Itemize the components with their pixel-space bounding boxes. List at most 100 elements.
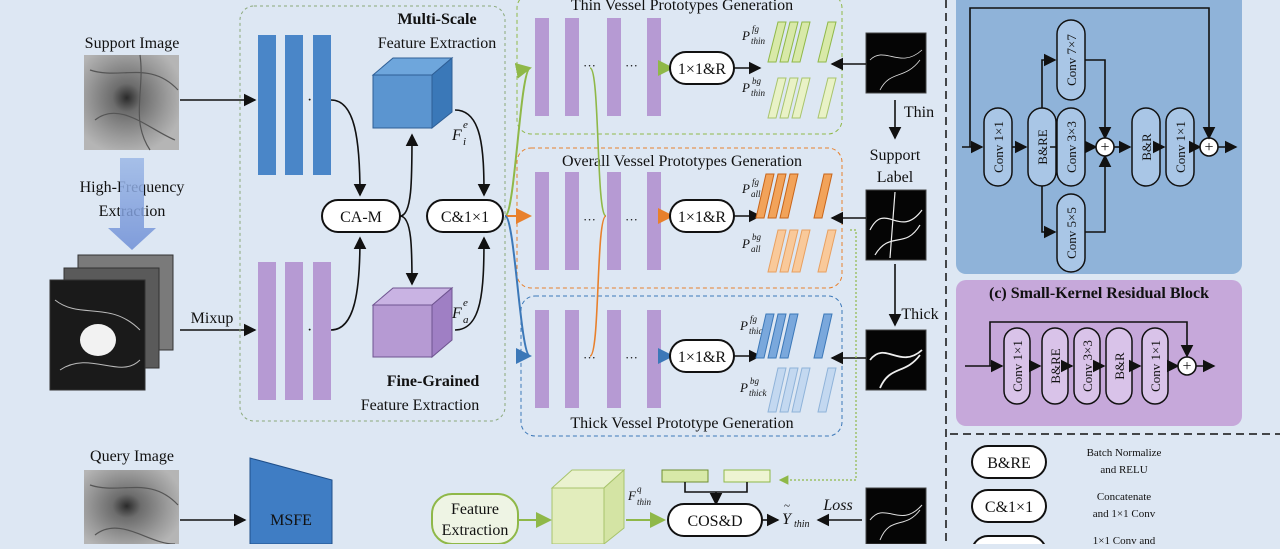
arrow-fg-to-cam: [330, 236, 367, 331]
c-br-label: B&R: [1112, 352, 1127, 380]
query-fe-line1: Feature: [451, 501, 499, 518]
thick-fg-prototypes: [755, 313, 833, 359]
ms-bar-3: [313, 35, 331, 175]
cross-link-thin-overall: [589, 67, 607, 217]
overall-bar-3: [607, 172, 621, 270]
b-br-label: B&R: [1139, 133, 1154, 161]
p-all-bg: P: [741, 236, 750, 251]
fq-symbol: F: [627, 488, 637, 503]
thin-branch-title: Thin Vessel Prototypes Generation: [571, 0, 793, 14]
legend-c1x1-pill: [971, 489, 1047, 523]
thin-bar-4: [647, 18, 661, 116]
hf-image-optic-disc: [80, 324, 116, 356]
fg-bar-1: [258, 262, 276, 400]
arrow-to-thin-branch: [504, 63, 532, 217]
legend-bre-pill: [971, 445, 1047, 479]
ms-title-line1: Multi-Scale: [397, 11, 476, 28]
b-conv7-label: Conv 7×7: [1064, 34, 1079, 86]
arrow-cam-to-fgcube: [399, 215, 419, 286]
thick-branch-title: Thick Vessel Prototype Generation: [570, 415, 793, 432]
arrow-fa-to-c1x1: [454, 236, 491, 331]
thin-label-image: [865, 32, 927, 94]
overall-dots-1: ···: [583, 212, 596, 227]
msfe-block: [249, 457, 333, 545]
msfe-label: MSFE: [270, 512, 312, 529]
p-thick-fg-sup: fg: [750, 314, 758, 324]
thick-branch-frame: [520, 295, 843, 437]
support-image-vessels: [89, 54, 179, 151]
panel-c: [965, 321, 1216, 405]
thin-label-vessels: [869, 49, 923, 91]
thick-dots-1: ···: [583, 350, 596, 365]
query-label-vessels: [869, 504, 923, 541]
fq-sub: thin: [637, 497, 652, 507]
thick-label-image: [865, 329, 927, 391]
legend-bre-label: B&RE: [987, 455, 1031, 472]
arrow-fi-to-c1x1: [454, 109, 491, 197]
p-thick-bg-sub: thick: [749, 388, 767, 398]
query-feature-cube: [550, 468, 626, 546]
thick-branch: ··· ···: [535, 310, 661, 408]
overall-bar-2: [565, 172, 579, 270]
b-bre-label: B&RE: [1035, 129, 1050, 164]
p-all-fg: P: [741, 181, 750, 196]
support-image: [84, 55, 179, 150]
ms-title-line2: Feature Extraction: [378, 35, 497, 52]
overall-bg-prototypes: [767, 229, 837, 273]
thin-r-label: 1×1&R: [678, 61, 726, 78]
fi-sup: e: [463, 119, 468, 131]
proto-bar-fg: [661, 469, 709, 483]
p-thick-fg: P: [739, 318, 748, 333]
thin-bg-prototypes: [767, 77, 837, 119]
fg-bar-3: [313, 262, 331, 400]
fg-title-line1: Fine-Grained: [387, 373, 480, 390]
y-tilde: ~: [784, 500, 790, 512]
thin-fg-prototypes: [767, 21, 837, 63]
b-conv3-label: Conv 3×3: [1064, 121, 1079, 173]
b-conv5-block: [1056, 193, 1086, 273]
mixup-label: Mixup: [191, 310, 234, 327]
p-thick-bg-sup: bg: [750, 376, 760, 386]
thick-bar-4: [647, 310, 661, 408]
c1x1-label: C&1×1: [441, 209, 489, 226]
thick-label-vessels: [869, 349, 923, 389]
fq-sup: q: [637, 484, 642, 494]
p-thin-bg-sub: thin: [751, 88, 766, 98]
p-all-bg-sub: all: [751, 244, 761, 254]
dotted-feedback-line: [778, 229, 857, 485]
feature-extraction-frame: [239, 5, 506, 422]
query-image: [84, 470, 179, 549]
c-conv1-label: Conv 1×1: [1010, 340, 1025, 392]
fa-symbol: F: [451, 305, 462, 322]
overall-bar-4: [647, 172, 661, 270]
c-conv1b-label: Conv 1×1: [1148, 340, 1163, 392]
legend-c1x1-label: C&1×1: [985, 499, 1033, 516]
p-thin-fg-sub: thin: [751, 36, 766, 46]
c1x1-module: [426, 199, 504, 233]
query-fe-line2: Extraction: [442, 522, 509, 539]
p-thick-bg: P: [739, 380, 748, 395]
cosd-label: COS&D: [687, 513, 742, 530]
p-thin-bg: P: [741, 80, 750, 95]
p-all-fg-sup: fg: [752, 177, 760, 187]
p-thin-fg: P: [741, 28, 750, 43]
thin-text: Thin: [904, 104, 934, 121]
support-image-label: Support Image: [85, 35, 180, 52]
fg-bar-2: [285, 262, 303, 400]
fg-title-line2: Feature Extraction: [361, 397, 480, 414]
b-conv5-label: Conv 5×5: [1064, 207, 1079, 259]
support-label-line1: Support: [870, 147, 921, 164]
overall-r-label: 1×1&R: [678, 209, 726, 226]
fi-symbol: F: [451, 127, 462, 144]
thin-dots-2: ···: [625, 58, 638, 73]
legend-bre-desc2: and RELU: [1100, 464, 1147, 476]
thick-bg-prototypes: [767, 367, 837, 413]
y-symbol: Y: [782, 511, 793, 528]
thin-bar-1: [535, 18, 549, 116]
thin-dots-1: ···: [583, 58, 596, 73]
c-bre-label: B&RE: [1048, 348, 1063, 383]
legend-third-pill: [971, 535, 1047, 549]
arrow-cam-to-mscube: [399, 133, 419, 217]
p-all-bg-sup: bg: [752, 232, 762, 242]
